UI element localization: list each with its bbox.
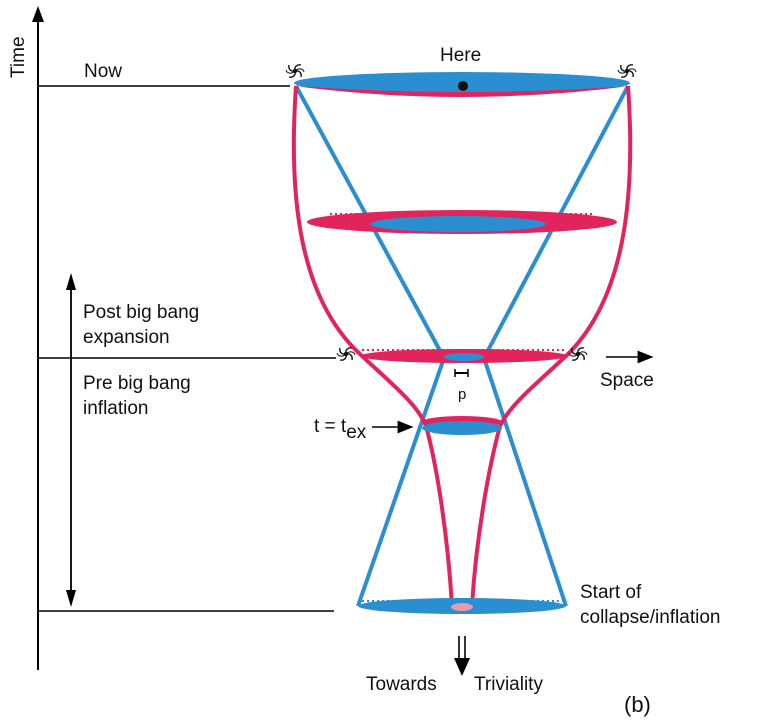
towards-label: Towards <box>366 674 437 695</box>
era-arrow-top <box>66 273 76 290</box>
post-big-bang-label-2: expansion <box>83 327 170 348</box>
pre-big-bang-label-1: Pre big bang <box>83 373 191 394</box>
now-label: Now <box>84 61 122 82</box>
past-cone-right <box>482 357 568 607</box>
start-red-core <box>451 603 473 611</box>
galaxy-icon <box>336 347 356 361</box>
triviality-label: Triviality <box>474 674 543 695</box>
start-label-1: Start of <box>580 582 642 603</box>
post-big-bang-label-1: Post big bang <box>83 302 199 323</box>
start-label-2: collapse/inflation <box>580 607 720 628</box>
galaxy-icon <box>568 347 588 361</box>
hubble-tube-left <box>291 85 454 607</box>
here-point <box>458 81 468 91</box>
p-label: p <box>458 386 466 403</box>
time-axis-arrowhead <box>32 6 44 22</box>
tex-label: t = tex <box>314 416 367 443</box>
pre-big-bang-label-2: inflation <box>83 398 149 419</box>
space-label: Space <box>600 370 654 391</box>
triviality-arrowhead <box>454 658 470 676</box>
past-cone-left <box>356 357 446 607</box>
bigbang-surface-blue <box>444 353 484 361</box>
tex-surface-blue <box>422 421 502 435</box>
panel-label: (b) <box>624 692 651 717</box>
era-arrow-bottom <box>66 590 76 607</box>
hubble-tube-right <box>470 85 633 607</box>
here-label: Here <box>440 45 481 66</box>
mid-surface-blue <box>370 216 546 232</box>
time-axis-label: Time <box>8 36 29 78</box>
galaxy-icon <box>617 64 637 78</box>
now-surface-red <box>294 86 630 97</box>
galaxy-icon <box>285 64 305 78</box>
